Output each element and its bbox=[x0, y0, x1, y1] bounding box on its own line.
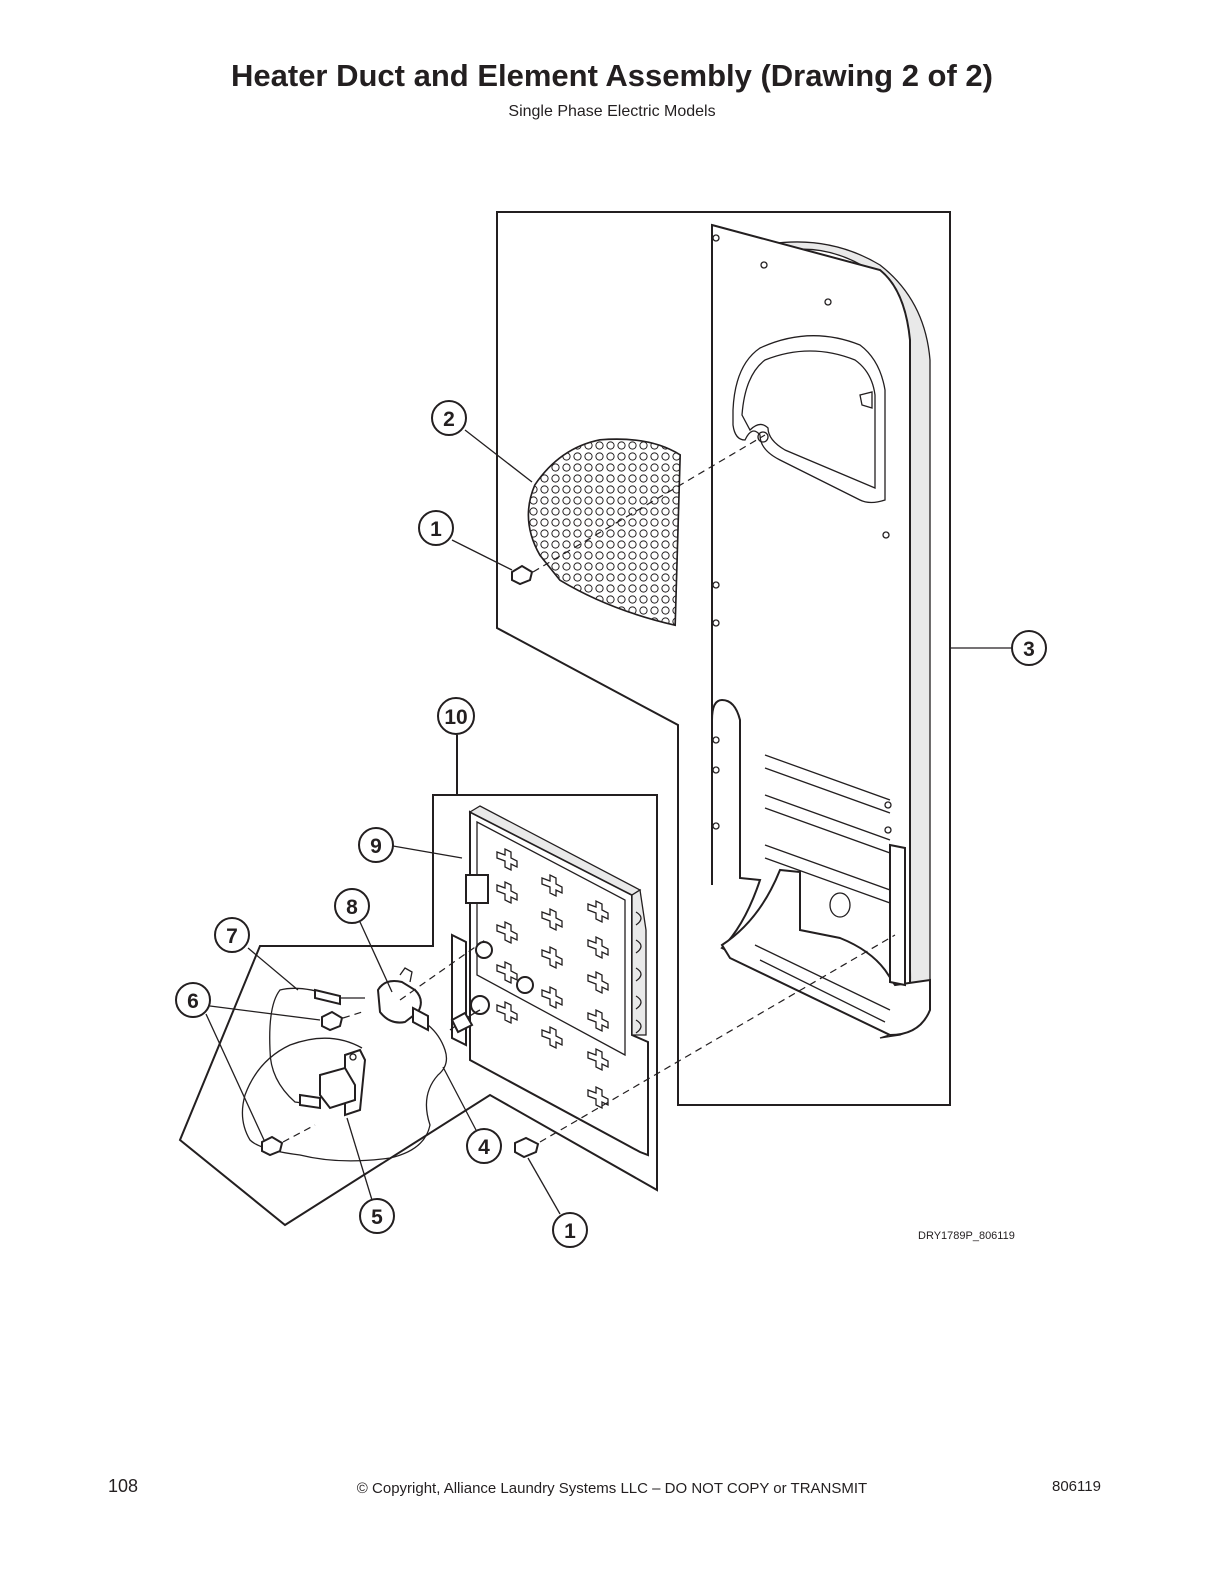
svg-text:2: 2 bbox=[443, 408, 455, 431]
svg-text:1: 1 bbox=[430, 518, 442, 541]
assembly-line-grille bbox=[532, 434, 766, 573]
duct-group-outline bbox=[496, 211, 951, 1106]
coil-supports bbox=[496, 847, 609, 1110]
assembly-line-lower-screw bbox=[539, 934, 896, 1143]
heater-duct bbox=[711, 223, 931, 1039]
svg-text:6: 6 bbox=[187, 990, 199, 1013]
assembly-line-thermostat bbox=[399, 937, 489, 1001]
element-group-outline bbox=[178, 794, 658, 1227]
callout-10: 10 bbox=[437, 697, 475, 735]
screw-1-lower bbox=[514, 1136, 540, 1159]
screw-6-a bbox=[321, 1010, 344, 1032]
svg-text:4: 4 bbox=[478, 1136, 490, 1159]
document-number: 806119 bbox=[1052, 1478, 1101, 1495]
page-title: Heater Duct and Element Assembly (Drawin… bbox=[231, 58, 993, 93]
thermostat bbox=[376, 967, 429, 1032]
svg-text:5: 5 bbox=[371, 1206, 383, 1229]
svg-text:3: 3 bbox=[1023, 638, 1035, 661]
heating-element bbox=[451, 805, 649, 1157]
callout-3: 3 bbox=[1011, 630, 1047, 666]
svg-text:1: 1 bbox=[564, 1220, 576, 1243]
drawing-code: DRY1789P_806119 bbox=[918, 1230, 1015, 1242]
leader-lines bbox=[205, 429, 1012, 1215]
callout-5: 5 bbox=[359, 1198, 395, 1234]
grille bbox=[527, 438, 682, 627]
screw-1-upper bbox=[511, 564, 534, 586]
svg-text:9: 9 bbox=[370, 835, 382, 858]
callout-1-lower: 1 bbox=[552, 1212, 588, 1248]
wire-harness bbox=[241, 987, 481, 1162]
callout-4: 4 bbox=[466, 1128, 502, 1164]
assembly-line-screw6b bbox=[282, 1124, 316, 1143]
screw-6-b bbox=[261, 1135, 284, 1157]
callout-9: 9 bbox=[358, 827, 394, 863]
hi-limit-thermostat bbox=[319, 1048, 367, 1117]
svg-text:10: 10 bbox=[444, 706, 467, 729]
copyright-notice: © Copyright, Alliance Laundry Systems LL… bbox=[356, 1480, 868, 1497]
assembly-line-screw6 bbox=[342, 1011, 363, 1019]
svg-text:7: 7 bbox=[226, 925, 238, 948]
callout-2: 2 bbox=[431, 400, 467, 436]
svg-text:8: 8 bbox=[346, 896, 358, 919]
callout-8: 8 bbox=[334, 888, 370, 924]
callout-1-upper: 1 bbox=[418, 510, 454, 546]
page-subtitle: Single Phase Electric Models bbox=[508, 103, 716, 120]
page-number: 108 bbox=[108, 1476, 139, 1496]
callout-6: 6 bbox=[175, 982, 211, 1018]
callout-7: 7 bbox=[214, 917, 250, 953]
